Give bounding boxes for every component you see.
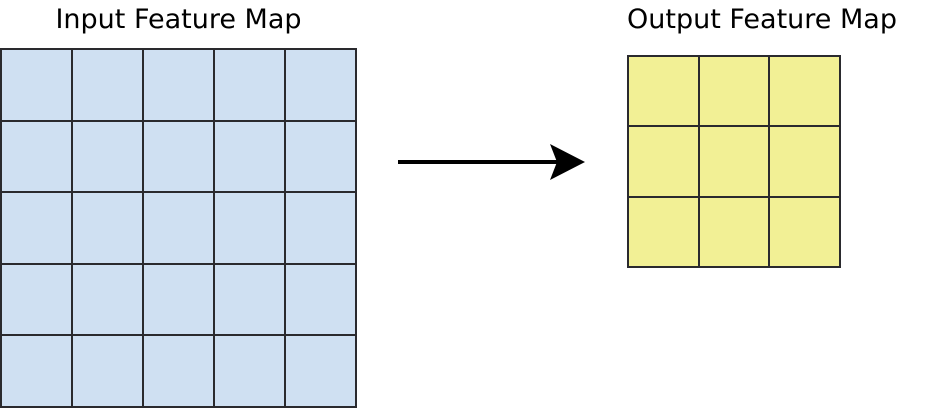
input-cell bbox=[144, 336, 213, 406]
output-cell bbox=[699, 127, 769, 196]
input-cell bbox=[144, 50, 213, 120]
input-cell bbox=[73, 121, 142, 192]
input-cell bbox=[215, 50, 284, 120]
output-cell bbox=[629, 127, 698, 196]
input-cell bbox=[2, 50, 71, 120]
input-cell bbox=[215, 336, 284, 406]
output-cell bbox=[770, 57, 839, 126]
input-feature-map-title: Input Feature Map bbox=[55, 4, 302, 35]
input-feature-map-grid bbox=[0, 48, 357, 408]
input-cell bbox=[2, 193, 71, 263]
input-cell bbox=[2, 264, 71, 335]
input-cell bbox=[286, 50, 355, 120]
input-cell bbox=[2, 121, 71, 192]
input-cell bbox=[215, 121, 284, 192]
output-cell bbox=[629, 57, 698, 126]
transform-arrow-icon bbox=[398, 144, 585, 180]
output-cell bbox=[699, 57, 769, 126]
input-cell bbox=[286, 193, 355, 263]
input-cell bbox=[144, 264, 213, 335]
input-cell bbox=[215, 264, 284, 335]
output-cell bbox=[699, 197, 769, 266]
arrow-head bbox=[550, 144, 585, 180]
input-cell bbox=[73, 50, 142, 120]
input-cell bbox=[286, 336, 355, 406]
output-cell bbox=[770, 127, 839, 196]
input-cell bbox=[144, 121, 213, 192]
input-cell bbox=[73, 336, 142, 406]
input-cell bbox=[144, 193, 213, 263]
input-cell bbox=[286, 121, 355, 192]
input-cell bbox=[215, 193, 284, 263]
output-feature-map-grid bbox=[627, 55, 841, 268]
input-cell bbox=[2, 336, 71, 406]
output-feature-map-title: Output Feature Map bbox=[627, 4, 897, 35]
input-cell bbox=[286, 264, 355, 335]
output-cell bbox=[629, 197, 698, 266]
input-cell bbox=[73, 264, 142, 335]
input-cell bbox=[73, 193, 142, 263]
output-cell bbox=[770, 197, 839, 266]
